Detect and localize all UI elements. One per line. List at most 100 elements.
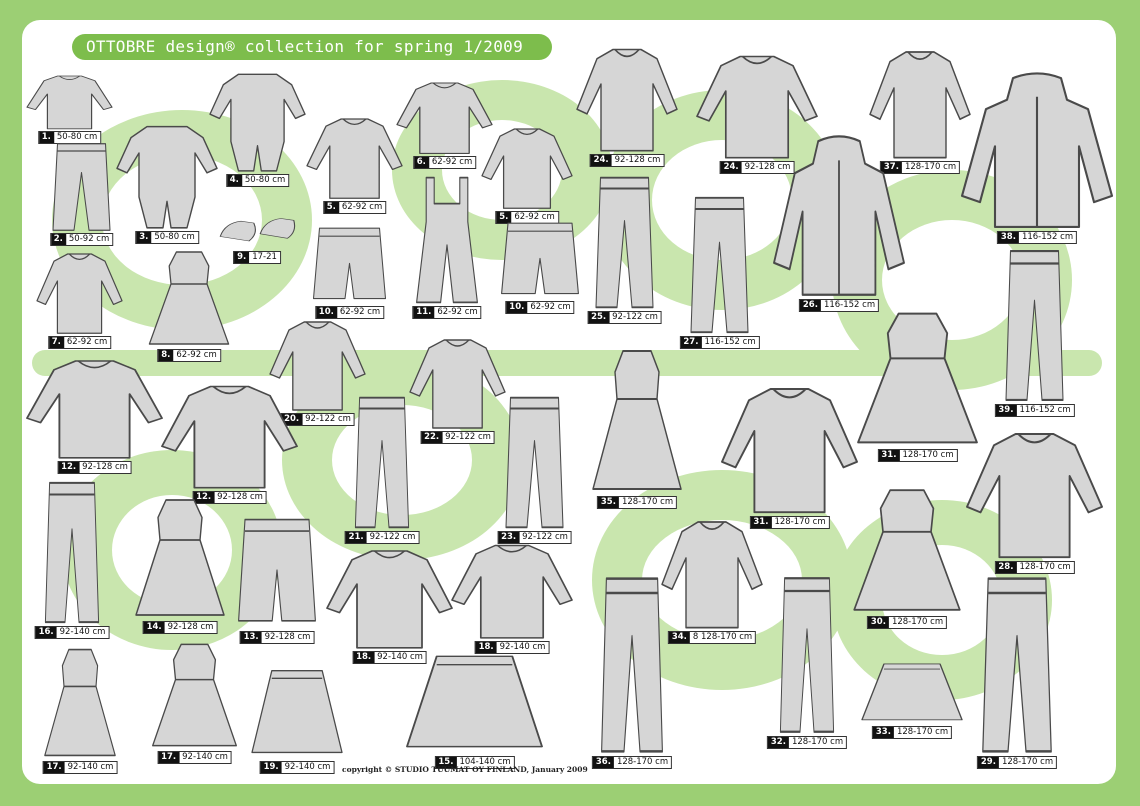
garment-drawing [696,55,818,159]
size-range: 128-170 cm [902,450,954,460]
size-label: 16.92-140 cm [34,626,110,639]
garment-jacket: 38.116-152 cm [960,72,1114,244]
garment-drawing [982,577,1052,753]
garment-drawing [505,396,564,529]
pattern-number: 19. [260,762,282,773]
garment-drawing [161,385,298,489]
size-range: 92-128 cm [264,632,311,642]
garment-drawing [853,489,961,611]
size-label: 27.116-152 cm [679,336,760,349]
pattern-number: 28. [995,562,1017,573]
size-range: 17-21 [252,252,277,262]
size-label: 26.116-152 cm [798,299,880,312]
size-label: 19.92-140 cm [259,761,335,774]
pattern-number: 7. [48,337,64,348]
garment-shoes: 9.17-21 [217,205,297,264]
garment-romper: 4.50-80 cm [209,68,306,187]
garment-top: 31.128-170 cm [721,375,858,529]
garment-drawing [251,670,343,754]
pattern-number: 3. [136,232,152,243]
garment-drawing [326,550,453,649]
garment-drawing [861,663,963,721]
pattern-number: 30. [867,617,889,628]
size-label: 17.92-140 cm [42,761,118,774]
garment-top: 12.92-128 cm [161,375,298,504]
pattern-number: 6. [413,157,429,168]
size-range: 62-92 cm [431,157,473,167]
size-label: 25.92-122 cm [587,311,662,324]
pattern-number: 2. [50,234,66,245]
garment-pants: 16.92-140 cm [34,480,110,639]
garment-overalls: 11.62-92 cm [407,175,487,319]
size-range: 128-170 cm [1001,757,1054,767]
pattern-number: 8. [158,350,174,361]
size-range: 92-128 cm [744,162,791,172]
size-label: 32.128-170 cm [766,736,848,749]
size-range: 104-140 cm [459,757,511,767]
pattern-number: 12. [193,492,215,503]
garment-drawing [406,655,543,748]
size-range: 50-92 cm [68,234,110,244]
garment-top: 7.62-92 cm [36,245,123,349]
pattern-number: 10. [506,302,528,313]
garment-drawing [26,75,113,130]
garment-top: 18.92-140 cm [451,535,573,654]
garment-pants: 29.128-170 cm [972,575,1062,769]
garment-skirt: 33.128-170 cm [861,660,963,739]
garment-top: 5.62-92 cm [306,110,403,214]
size-range: 50-80 cm [244,175,286,185]
pattern-number: 17. [43,762,65,773]
size-label: 10.62-92 cm [314,306,385,319]
size-range: 92-140 cm [67,762,114,772]
size-label: 33.128-170 cm [871,726,953,739]
size-range: 62-92 cm [66,337,108,347]
garment-drawing [601,577,663,753]
garment-drawing [960,72,1114,228]
garment-drawing [1005,250,1064,401]
size-range: 116-152 cm [823,300,876,310]
pattern-number: 17. [158,752,180,763]
size-label: 4.50-80 cm [225,174,290,187]
garment-drawing [209,73,306,172]
garment-top: 5.62-92 cm [481,120,573,224]
size-range: 116-152 cm [1021,232,1074,242]
garment-romper: 3.50-80 cm [116,120,218,244]
pattern-number: 34. [668,632,690,643]
garment-dress: 31.128-170 cm [850,308,985,462]
size-range: 116-152 cm [704,337,756,347]
size-range: 92-140 cm [59,627,106,637]
size-range: 128-170 cm [1019,562,1071,572]
size-label: 31.128-170 cm [749,516,830,529]
size-range: 92-140 cm [284,762,331,772]
size-label: 7.62-92 cm [47,336,112,349]
size-range: 62-92 cm [341,202,383,212]
size-range: 92-128 cm [82,462,128,472]
garment-dress: 30.128-170 cm [847,485,967,629]
pattern-number: 16. [35,627,57,638]
size-range: 62-92 cm [339,307,381,317]
garment-shorts: 10.62-92 cm [312,225,387,319]
pattern-number: 18. [475,642,497,653]
garment-dress: 17.92-140 cm [40,645,120,774]
pattern-number: 37. [880,162,902,173]
garment-top: 37.128-170 cm [869,40,971,174]
garment-drawing [721,388,858,514]
size-label: 17.92-140 cm [157,751,232,764]
pattern-number: 1. [38,132,54,143]
garment-top: 20.92-122 cm [269,312,366,426]
pattern-number: 38. [997,232,1019,243]
size-range: 128-170 cm [774,517,826,527]
garment-skirt: 19.92-140 cm [251,665,343,774]
garment-pants: 39.116-152 cm [994,248,1075,417]
size-label: 12.92-128 cm [192,491,267,504]
size-label: 38.116-152 cm [996,231,1078,244]
garment-drawing [501,222,579,295]
size-label: 35.128-170 cm [596,496,678,509]
pattern-number: 5. [496,212,512,223]
pattern-number: 32. [767,737,789,748]
garment-drawing [219,218,296,242]
garment-pants: 27.116-152 cm [679,195,760,349]
size-range: 92-122 cm [445,432,491,442]
pattern-number: 9. [234,252,250,263]
size-range: 128-170 cm [791,737,844,747]
